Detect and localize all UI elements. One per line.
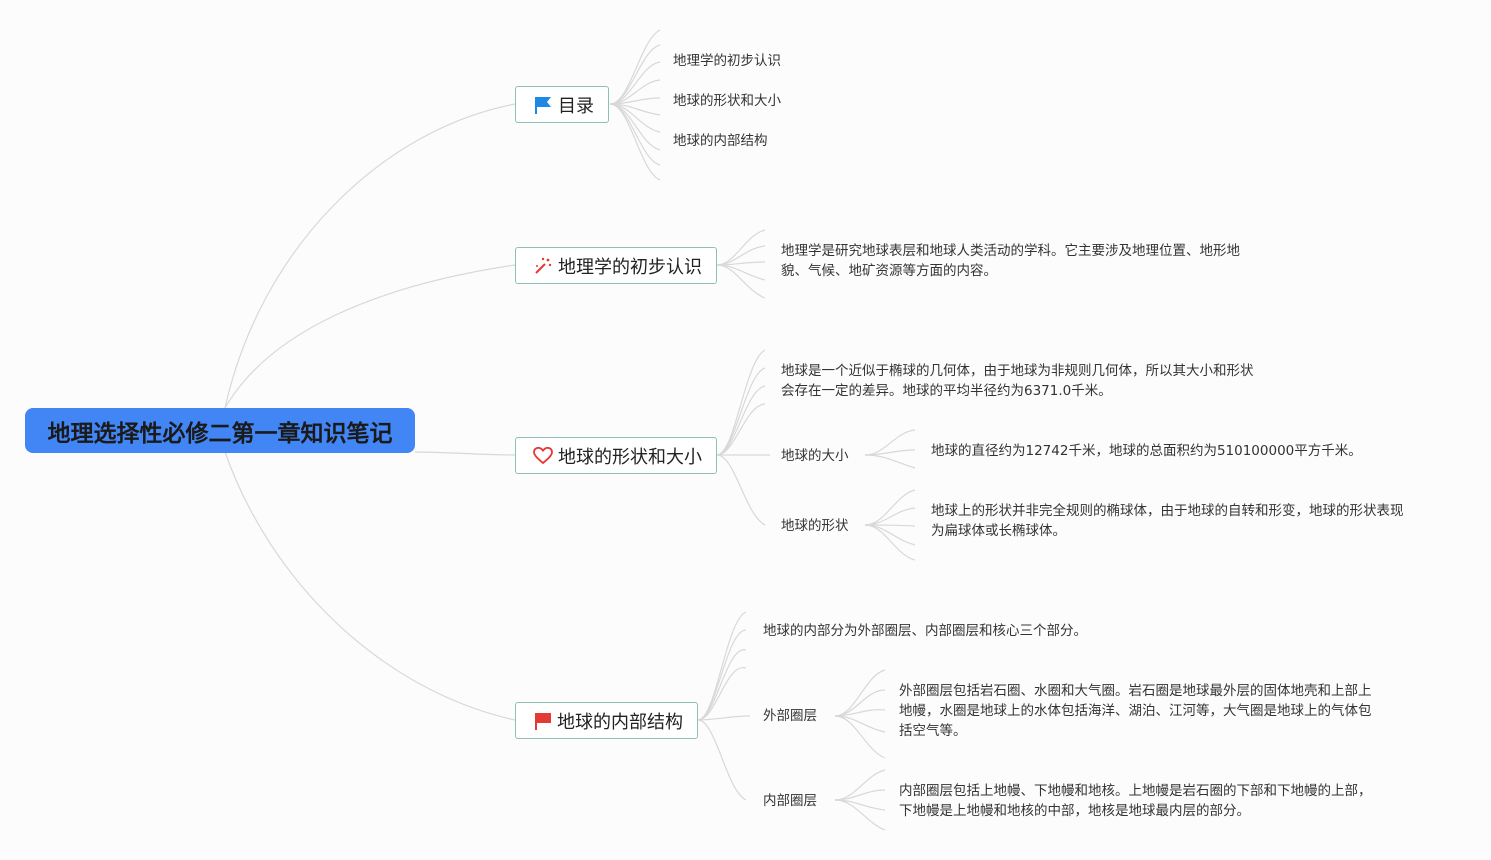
outer-layer-note-line1: 外部圈层包括岩石圈、水圈和大气圈。岩石圈是地球最外层的固体地壳和上部上 bbox=[899, 683, 1372, 699]
toc-item-1[interactable]: 地理学的初步认识 bbox=[673, 53, 781, 69]
topic-structure[interactable]: 地球的内部结构 bbox=[515, 702, 698, 739]
topic-structure-label: 地球的内部结构 bbox=[557, 711, 683, 733]
outer-layer-node[interactable]: 外部圈层 bbox=[763, 708, 817, 724]
connector-root-shape bbox=[414, 451, 516, 456]
connector-root-toc bbox=[224, 103, 516, 409]
earth-shape-note-line2: 为扁球体或长椭球体。 bbox=[931, 523, 1066, 539]
topic-shape-size[interactable]: 地球的形状和大小 bbox=[515, 437, 717, 474]
heart-outline-icon bbox=[532, 445, 554, 467]
sparkle-wand-icon bbox=[532, 255, 554, 277]
blue-flag-icon bbox=[532, 94, 554, 116]
earth-shape-note[interactable]: 地球上的形状并非完全规则的椭球体，由于地球的自转和形变，地球的形状表现 为扁球体… bbox=[931, 501, 1404, 541]
inner-layer-note-line2: 下地幔是上地幔和地核的中部，地核是地球最内层的部分。 bbox=[899, 803, 1250, 819]
shape-size-note-line2: 会存在一定的差异。地球的平均半径约为6371.0千米。 bbox=[781, 383, 1112, 399]
topic-geography-intro-label: 地理学的初步认识 bbox=[558, 256, 702, 278]
earth-shape-note-line1: 地球上的形状并非完全规则的椭球体，由于地球的自转和形变，地球的形状表现 bbox=[931, 503, 1404, 519]
root-title: 地理选择性必修二第一章知识笔记 bbox=[47, 420, 393, 447]
geography-intro-note-line2: 貌、气候、地矿资源等方面的内容。 bbox=[781, 263, 997, 279]
earth-size-note[interactable]: 地球的直径约为12742千米，地球的总面积约为510100000平方千米。 bbox=[931, 443, 1362, 459]
topic-toc-label: 目录 bbox=[558, 95, 594, 117]
toc-item-3[interactable]: 地球的内部结构 bbox=[673, 133, 768, 149]
earth-shape-node[interactable]: 地球的形状 bbox=[781, 518, 849, 534]
connector-root-intro bbox=[224, 264, 516, 409]
inner-layer-note-line1: 内部圈层包括上地幔、下地幔和地核。上地幔是岩石圈的下部和下地幔的上部， bbox=[899, 783, 1372, 799]
red-flag-icon bbox=[532, 710, 553, 732]
outer-layer-note[interactable]: 外部圈层包括岩石圈、水圈和大气圈。岩石圈是地球最外层的固体地壳和上部上 地幔，水… bbox=[899, 681, 1372, 741]
inner-layer-node[interactable]: 内部圈层 bbox=[763, 793, 817, 809]
shape-size-note-line1: 地球是一个近似于椭球的几何体，由于地球为非规则几何体，所以其大小和形状 bbox=[781, 363, 1254, 379]
shape-size-note[interactable]: 地球是一个近似于椭球的几何体，由于地球为非规则几何体，所以其大小和形状 会存在一… bbox=[781, 361, 1254, 401]
connector-root-structure bbox=[224, 451, 516, 721]
topic-geography-intro[interactable]: 地理学的初步认识 bbox=[515, 247, 717, 284]
topic-shape-size-label: 地球的形状和大小 bbox=[558, 446, 702, 468]
structure-note[interactable]: 地球的内部分为外部圈层、内部圈层和核心三个部分。 bbox=[763, 623, 1087, 639]
topic-toc[interactable]: 目录 bbox=[515, 86, 609, 123]
inner-layer-note[interactable]: 内部圈层包括上地幔、下地幔和地核。上地幔是岩石圈的下部和下地幔的上部， 下地幔是… bbox=[899, 781, 1372, 821]
toc-item-2[interactable]: 地球的形状和大小 bbox=[673, 93, 781, 109]
geography-intro-note[interactable]: 地理学是研究地球表层和地球人类活动的学科。它主要涉及地理位置、地形地 貌、气候、… bbox=[781, 241, 1240, 281]
outer-layer-note-line3: 括空气等。 bbox=[899, 723, 967, 739]
geography-intro-note-line1: 地理学是研究地球表层和地球人类活动的学科。它主要涉及地理位置、地形地 bbox=[781, 243, 1240, 259]
earth-size-node[interactable]: 地球的大小 bbox=[781, 448, 849, 464]
root-topic[interactable]: 地理选择性必修二第一章知识笔记 bbox=[25, 408, 415, 453]
outer-layer-note-line2: 地幔，水圈是地球上的水体包括海洋、湖泊、江河等，大气圈是地球上的气体包 bbox=[899, 703, 1372, 719]
